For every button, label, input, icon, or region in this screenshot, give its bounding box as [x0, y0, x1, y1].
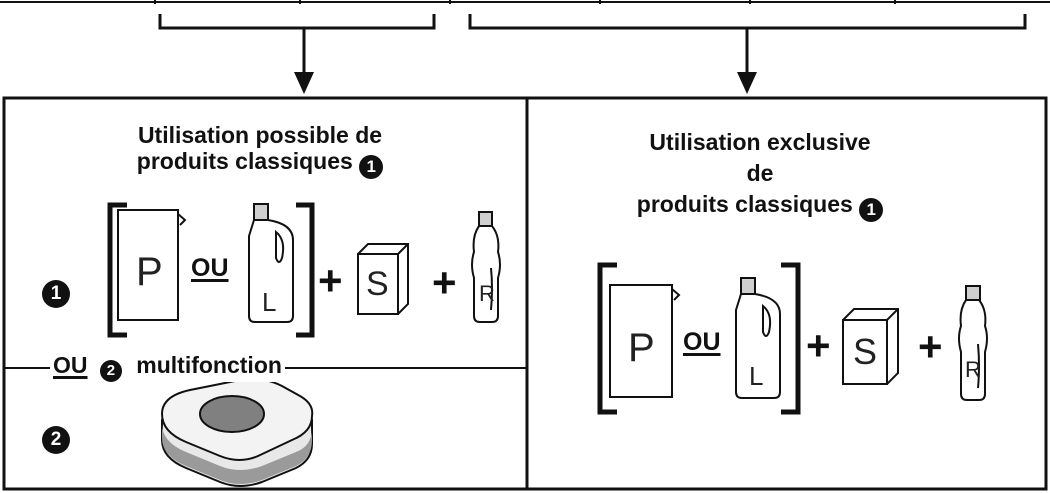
left-bracket-connector [158, 14, 436, 30]
multifonction-marker: 2 [99, 360, 122, 382]
arrow-down-right [737, 28, 757, 94]
right-bracket-connector [468, 14, 1027, 30]
salt-box-icon [357, 243, 409, 315]
rinse-bottle-icon [471, 211, 501, 323]
product-l-label: L [262, 287, 277, 317]
plus-sign-right-1: + [806, 322, 831, 369]
right-title-line2: de [746, 160, 774, 186]
ou-label: OU [191, 254, 229, 282]
plus-sign-right-2: + [918, 323, 943, 370]
option1-marker: 1 [42, 280, 70, 308]
product-p-label-right: P [628, 326, 655, 370]
right-title-line3-row: produits classiques 1 [580, 189, 940, 222]
multifonction-ou: OU [53, 352, 88, 378]
option2-marker: 2 [42, 426, 70, 454]
plus-sign-1: + [318, 257, 343, 304]
salt-box-icon-right [842, 308, 899, 385]
right-title-line3: produits classiques [636, 191, 853, 217]
product-s-label: S [366, 265, 389, 303]
left-square-bracket-open [107, 202, 127, 338]
left-title: Utilisation possible de produits classiq… [80, 122, 440, 179]
left-square-bracket-close [296, 202, 315, 338]
left-title-marker: 1 [359, 155, 384, 179]
ou-label-right: OU [683, 328, 721, 356]
powder-box-icon-right [609, 284, 681, 398]
left-title-line1: Utilisation possible de [137, 122, 383, 148]
multifunction-tablet-icon [160, 377, 314, 487]
outer-frame [2, 96, 1048, 491]
multifonction-label: OU 2 multifonction [50, 352, 285, 382]
left-title-line2-row: produits classiques 1 [80, 148, 440, 179]
right-square-bracket-open [597, 262, 617, 415]
multifonction-text: multifonction [136, 352, 282, 378]
right-square-bracket-close [781, 262, 801, 415]
powder-box-icon [117, 209, 187, 321]
product-l-label-right: L [749, 361, 764, 391]
top-table-edge [0, 0, 1050, 4]
product-p-label: P [136, 250, 163, 294]
right-title-marker: 1 [859, 198, 884, 222]
arrow-down-left [294, 28, 314, 94]
right-title-line1: Utilisation exclusive [649, 129, 871, 155]
liquid-bottle-icon-right [735, 277, 781, 399]
product-s-label-right: S [853, 331, 878, 372]
product-r-label: R [479, 281, 495, 306]
liquid-bottle-icon [248, 203, 294, 323]
rinse-bottle-icon-right [958, 285, 988, 401]
product-r-label-right: R [965, 357, 981, 382]
left-title-line2: produits classiques [136, 148, 353, 174]
plus-sign-2: + [432, 259, 457, 306]
right-title: Utilisation exclusive de produits classi… [580, 127, 940, 222]
